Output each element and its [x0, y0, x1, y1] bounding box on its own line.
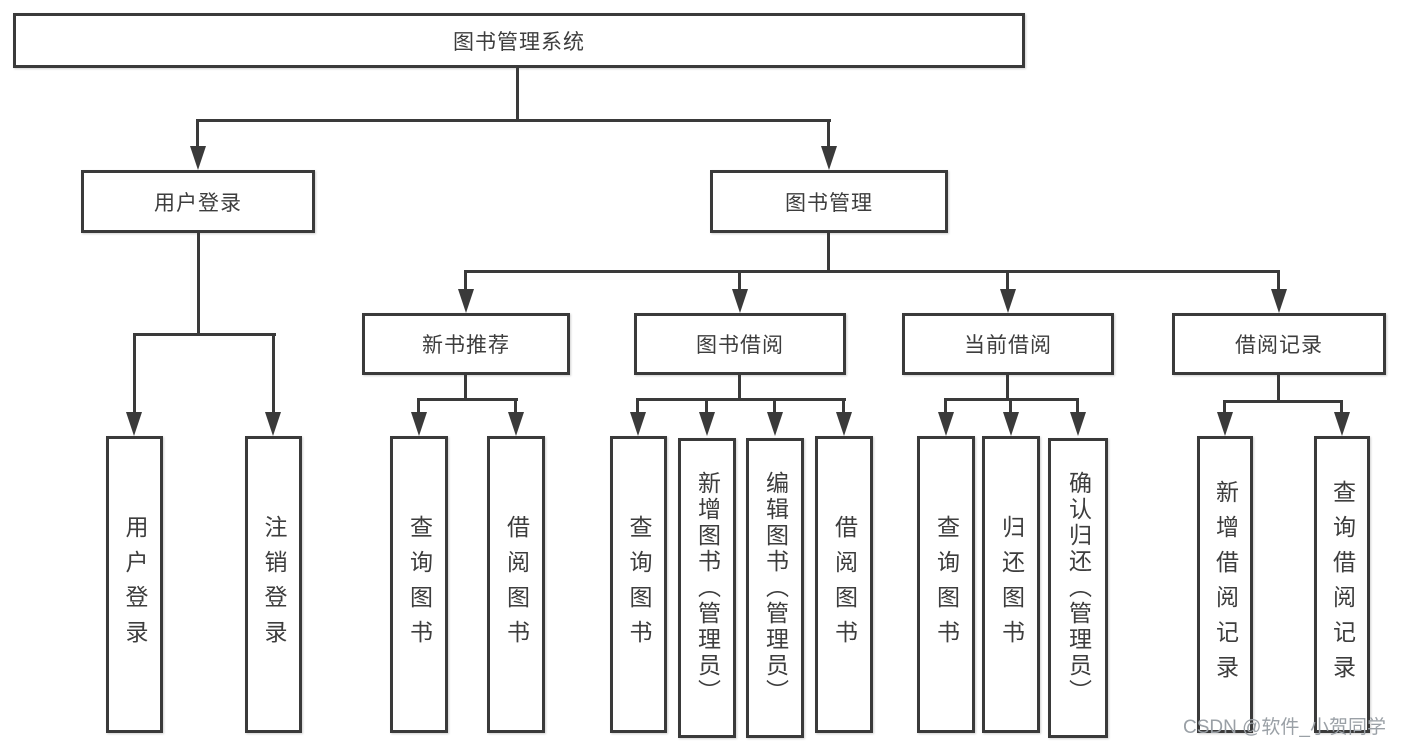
- connector-drop-rec-query: [417, 398, 420, 414]
- leaf-label: 用户登录: [122, 514, 148, 655]
- leaf-label: 新增图书（管理员）: [694, 471, 721, 705]
- arrow-down-leaf-logout: [265, 412, 281, 436]
- leaf-label: 编辑图书（管理员）: [762, 471, 789, 705]
- arrow-down-br-query: [1334, 412, 1350, 436]
- connector-recommend-bus: [419, 398, 518, 401]
- leaf-cb-query-books: 查询图书: [917, 436, 975, 733]
- connector-current-bus: [946, 398, 1079, 401]
- connector-drop-bb-edit: [773, 398, 776, 414]
- node-new-book-recommend: 新书推荐: [362, 313, 570, 375]
- connector-drop-br-add: [1223, 400, 1226, 414]
- connector-borrowing-stem: [738, 375, 741, 401]
- node-current-borrowing: 当前借阅: [902, 313, 1114, 375]
- leaf-br-add-record: 新增借阅记录: [1197, 436, 1253, 733]
- node-borrowing-records: 借阅记录: [1172, 313, 1386, 375]
- arrow-down-book-management: [821, 146, 837, 170]
- arrow-down-borrowing-records: [1271, 289, 1287, 313]
- leaf-bb-add-book-admin: 新增图书（管理员）: [678, 438, 736, 738]
- arrow-down-user-login: [190, 146, 206, 170]
- connector-book-management-stem: [827, 233, 830, 273]
- connector-drop-user-login: [196, 119, 199, 149]
- leaf-label: 查询图书: [933, 514, 960, 655]
- leaf-logout: 注销登录: [245, 436, 302, 733]
- connector-records-stem: [1277, 375, 1280, 402]
- arrow-down-cb-query: [938, 412, 954, 436]
- leaf-cb-confirm-return-admin: 确认归还（管理员）: [1048, 438, 1108, 738]
- leaf-rec-borrow-books: 借阅图书: [487, 436, 545, 733]
- arrow-down-rec-borrow: [508, 412, 524, 436]
- watermark: CSDN @软件_小贺同学: [1183, 717, 1386, 738]
- leaf-bb-edit-book-admin: 编辑图书（管理员）: [746, 438, 804, 738]
- node-label: 图书借阅: [696, 334, 784, 357]
- arrow-down-new-book-recommend: [458, 289, 474, 313]
- arrow-down-br-add: [1217, 412, 1233, 436]
- node-label: 图书管理系统: [453, 30, 585, 54]
- connector-drop-borrowing-records: [1277, 270, 1280, 291]
- connector-drop-bb-add: [705, 398, 708, 414]
- connector-records-bus: [1225, 400, 1343, 403]
- arrow-down-bb-query: [630, 412, 646, 436]
- connector-user-login-bus: [134, 333, 276, 336]
- leaf-bb-query-books: 查询图书: [610, 436, 667, 733]
- leaf-user-login: 用户登录: [106, 436, 163, 733]
- arrow-down-bb-borrow: [836, 412, 852, 436]
- connector-recommend-stem: [464, 375, 467, 401]
- leaf-label: 注销登录: [261, 514, 287, 655]
- connector-drop-br-query: [1340, 400, 1343, 414]
- leaf-label: 确认归还（管理员）: [1065, 471, 1092, 705]
- connector-drop-cb-return: [1009, 398, 1012, 414]
- leaf-label: 查询图书: [406, 514, 433, 655]
- connector-drop-leaf-logout: [272, 333, 275, 414]
- connector-root-bus: [196, 119, 831, 122]
- connector-drop-bb-borrow: [842, 398, 845, 414]
- connector-drop-book-management: [827, 119, 830, 149]
- node-library-management-system: 图书管理系统: [13, 13, 1025, 68]
- leaf-bb-borrow-books: 借阅图书: [815, 436, 873, 733]
- arrow-down-rec-query: [411, 412, 427, 436]
- node-label: 新书推荐: [422, 334, 510, 357]
- node-book-management: 图书管理: [710, 170, 948, 233]
- leaf-label: 查询借阅记录: [1329, 479, 1356, 690]
- leaf-label: 新增借阅记录: [1212, 479, 1239, 690]
- arrow-down-book-borrowing: [732, 289, 748, 313]
- leaf-br-query-record: 查询借阅记录: [1314, 436, 1370, 733]
- leaf-label: 归还图书: [998, 514, 1025, 655]
- connector-user-login-stem: [197, 233, 200, 336]
- connector-drop-new-book-recommend: [464, 270, 467, 291]
- leaf-cb-return-books: 归还图书: [982, 436, 1040, 733]
- arrow-down-cb-confirm: [1070, 412, 1086, 436]
- node-book-borrowing: 图书借阅: [634, 313, 846, 375]
- connector-drop-current-borrowing: [1006, 270, 1009, 291]
- connector-book-management-bus: [465, 270, 1280, 273]
- arrow-down-bb-add: [699, 412, 715, 436]
- connector-drop-book-borrowing: [738, 270, 741, 291]
- node-user-login: 用户登录: [81, 170, 315, 233]
- connector-drop-leaf-user-login: [133, 333, 136, 414]
- connector-root-stem: [516, 68, 519, 121]
- connector-current-stem: [1006, 375, 1009, 401]
- leaf-label: 借阅图书: [503, 514, 530, 655]
- arrow-down-bb-edit: [767, 412, 783, 436]
- node-label: 图书管理: [785, 191, 873, 215]
- connector-drop-cb-query: [944, 398, 947, 414]
- node-label: 用户登录: [154, 191, 242, 215]
- leaf-rec-query-books: 查询图书: [390, 436, 448, 733]
- arrow-down-leaf-user-login: [126, 412, 142, 436]
- connector-drop-rec-borrow: [514, 398, 517, 414]
- connector-drop-bb-query: [636, 398, 639, 414]
- connector-borrowing-bus: [638, 398, 846, 401]
- connector-drop-cb-confirm: [1076, 398, 1079, 414]
- arrow-down-cb-return: [1003, 412, 1019, 436]
- arrow-down-current-borrowing: [1000, 289, 1016, 313]
- node-label: 当前借阅: [964, 334, 1052, 357]
- leaf-label: 查询图书: [626, 514, 652, 655]
- leaf-label: 借阅图书: [831, 514, 858, 655]
- node-label: 借阅记录: [1235, 334, 1323, 357]
